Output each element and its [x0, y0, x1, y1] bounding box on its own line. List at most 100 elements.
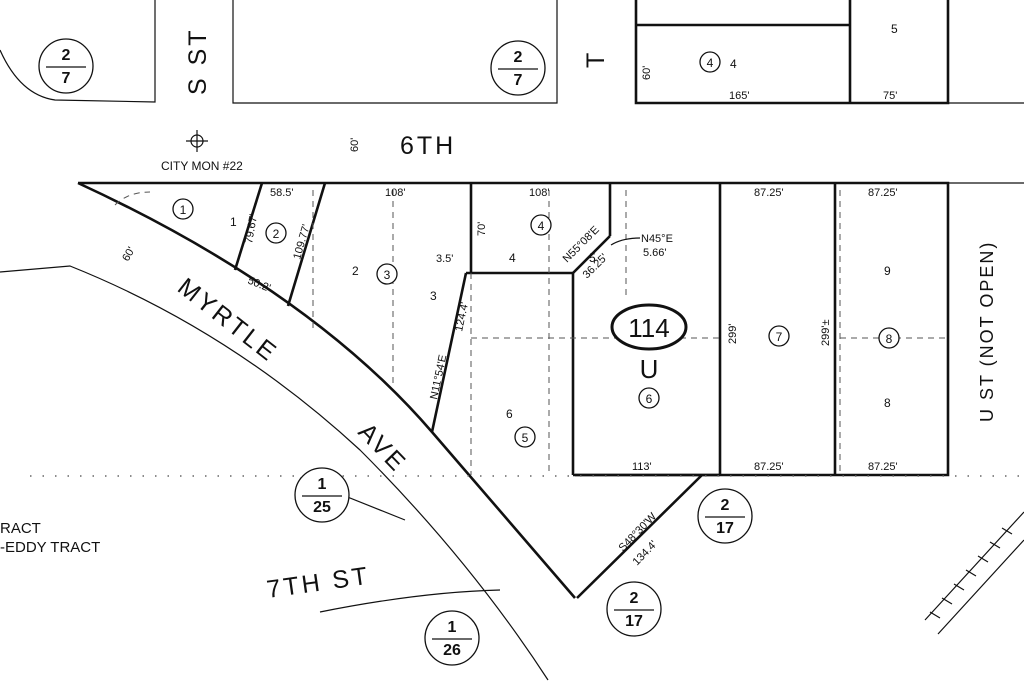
- lot-line: [286, 182, 327, 307]
- parcel-7: 7: [768, 325, 790, 347]
- parcel-5: 5: [514, 426, 536, 448]
- lot-line-s48: [576, 474, 703, 599]
- svg-text:25: 25: [313, 499, 331, 516]
- page-ref: 1 25: [294, 467, 350, 523]
- block-number-oval: [610, 303, 688, 351]
- dimension: N45°E: [641, 233, 673, 245]
- tract-label: -EDDY TRACT: [0, 539, 100, 556]
- dimension: 60': [349, 138, 361, 152]
- lot-number: 4: [509, 251, 516, 265]
- dimension: 87.25': [868, 461, 898, 473]
- street-ave: AVE: [353, 418, 413, 479]
- lot-number: 6: [506, 407, 513, 421]
- lot-number: 2: [352, 264, 359, 278]
- lot-number: 1: [230, 215, 237, 229]
- dimension: 87.25': [754, 187, 784, 199]
- arc-dash: [114, 191, 151, 206]
- lot-number: 4: [730, 57, 737, 71]
- svg-text:6: 6: [646, 392, 653, 406]
- river-hatch: [929, 527, 1013, 619]
- lot-number: 3: [430, 289, 437, 303]
- street-t: T: [582, 50, 610, 68]
- block-number: 114: [628, 313, 669, 343]
- page-ref: 1 26: [424, 610, 480, 666]
- svg-text:2: 2: [514, 49, 523, 66]
- dimension: 58.5': [270, 187, 294, 199]
- street-s-st: S ST: [184, 27, 212, 95]
- dimension: N11°54'E: [428, 354, 449, 401]
- block-nw-outline: [0, 0, 156, 103]
- dimension: 299': [727, 324, 739, 344]
- svg-text:1: 1: [318, 476, 327, 493]
- dimension: 165': [729, 90, 749, 102]
- myrtle-ave-west-edge: [0, 265, 549, 681]
- page-ref: 2 17: [606, 581, 662, 637]
- parcel-1: 1: [172, 198, 194, 220]
- lot-number: 9: [884, 264, 891, 278]
- lot-line: [233, 182, 264, 271]
- block-ne-outline: [634, 0, 950, 105]
- svg-text:17: 17: [625, 613, 643, 630]
- svg-text:5: 5: [522, 431, 529, 445]
- dimension: 109.77': [291, 223, 312, 261]
- svg-text:8: 8: [886, 332, 893, 346]
- svg-text:2: 2: [630, 590, 639, 607]
- street-7th: 7TH ST: [265, 562, 372, 604]
- myrtle-ave-east-edge: [77, 181, 576, 599]
- dimension: 70': [476, 222, 488, 236]
- dimension: 50.2': [246, 275, 272, 295]
- dimension: 5.66': [643, 247, 667, 259]
- monument-icon: [186, 130, 208, 152]
- street-edge: [319, 589, 501, 613]
- dimension: 108': [529, 187, 549, 199]
- parcel-6: 6: [638, 387, 660, 409]
- street-6th: 6TH: [400, 132, 456, 160]
- page-ref: 2 17: [697, 488, 753, 544]
- dimension: 299'±: [820, 320, 832, 347]
- svg-text:4: 4: [707, 56, 714, 70]
- lot-number: 5: [589, 251, 596, 265]
- parcel-4: 4: [530, 214, 552, 236]
- leader-line: [610, 237, 641, 246]
- lot-number: 8: [884, 396, 891, 410]
- svg-text:2: 2: [273, 227, 280, 241]
- lot-line: [572, 235, 611, 274]
- river-edge: [924, 511, 1024, 635]
- dimension: 75': [883, 90, 897, 102]
- svg-text:4: 4: [538, 219, 545, 233]
- dimension: 113': [632, 461, 652, 473]
- parcel-3: 3: [376, 263, 398, 285]
- block-114-outline: [78, 181, 950, 477]
- tract-label: RACT: [0, 520, 41, 537]
- dimension: 60': [120, 245, 138, 263]
- dimension: 124.4': [453, 301, 471, 332]
- lot-line: [430, 272, 468, 433]
- svg-text:1: 1: [180, 203, 187, 217]
- dimension: 79.67': [243, 213, 260, 244]
- parcel-4-north: 4: [699, 51, 721, 73]
- svg-text:3: 3: [384, 268, 391, 282]
- monument-label: CITY MON #22: [161, 159, 243, 173]
- dimension: 87.25': [754, 461, 784, 473]
- svg-text:7: 7: [776, 330, 783, 344]
- block-n-outline: [232, 0, 558, 104]
- lot-number: 5: [891, 22, 898, 36]
- page-ref: 2 7: [490, 40, 546, 96]
- svg-text:1: 1: [448, 619, 457, 636]
- dimension: 87.25': [868, 187, 898, 199]
- block-letter: U: [640, 354, 659, 384]
- svg-text:17: 17: [716, 520, 734, 537]
- page-ref: 2 7: [38, 38, 94, 94]
- dimension: 108': [385, 187, 405, 199]
- svg-text:2: 2: [62, 47, 71, 64]
- dimension: 3.5': [436, 253, 453, 265]
- svg-text:7: 7: [514, 72, 523, 89]
- parcel-8: 8: [878, 327, 900, 349]
- street-u-st: U ST (NOT OPEN): [977, 241, 997, 422]
- svg-text:26: 26: [443, 642, 461, 659]
- dimension: 60': [641, 66, 653, 80]
- svg-text:7: 7: [62, 70, 71, 87]
- svg-text:2: 2: [721, 497, 730, 514]
